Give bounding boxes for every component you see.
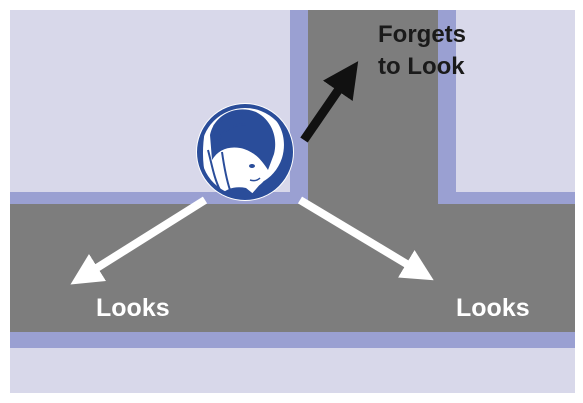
forgets-label-line2: to Look bbox=[378, 53, 465, 80]
curb-bottom bbox=[10, 332, 575, 348]
looks-right-label: Looks bbox=[456, 294, 530, 322]
forgets-arrow bbox=[300, 61, 359, 143]
curb-right-street bbox=[438, 10, 456, 200]
curb-left-street bbox=[290, 10, 308, 200]
child-portrait-icon bbox=[196, 103, 294, 201]
looks-left-label: Looks bbox=[96, 294, 170, 322]
curb-right-block bbox=[456, 192, 575, 204]
looks-left-arrow bbox=[70, 196, 208, 285]
sidewalk-right-block bbox=[456, 10, 575, 192]
looks-right-arrow bbox=[297, 196, 434, 281]
forgets-label-line1: Forgets bbox=[378, 21, 466, 48]
